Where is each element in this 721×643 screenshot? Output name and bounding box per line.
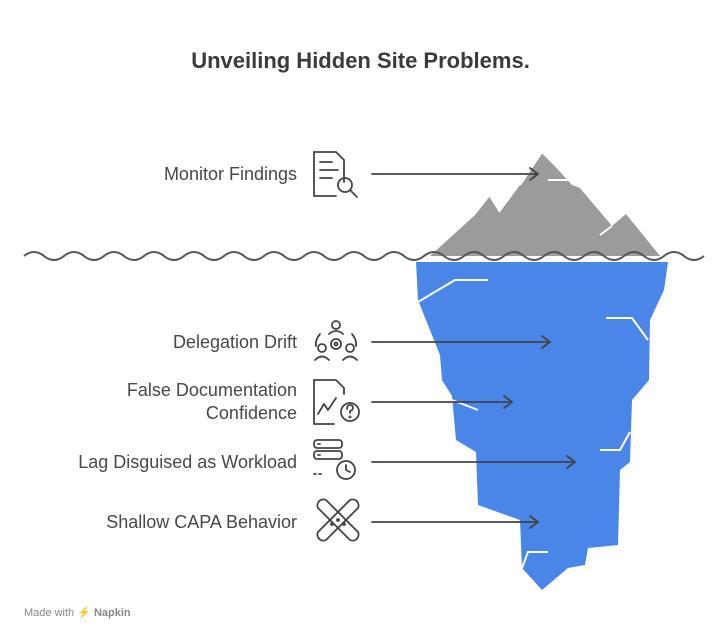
footer-brand: Napkin [93,607,131,619]
iceberg-tip [430,152,660,256]
label-shallow-capa: Shallow CAPA Behavior [106,512,297,532]
document-search-icon [313,151,358,198]
iceberg-tip-highlight-2 [489,195,501,213]
page-title: Unveiling Hidden Site Problems. [191,48,530,73]
document-chart-question-icon [313,379,360,425]
arrow-delegation-drift [371,335,551,349]
arrow-shallow-capa [371,515,539,529]
iceberg-body-highlight [417,279,488,303]
label-false-documentation-line1: False Documentation [126,380,297,400]
server-clock-icon [313,439,356,480]
label-delegation-drift: Delegation Drift [172,332,297,352]
iceberg-body [416,262,668,590]
iceberg-body-highlight-2 [606,317,649,341]
label-false-documentation-line2: Confidence [205,403,297,423]
footer-credit: Made with ⚡ Napkin [24,606,131,619]
water-line [23,251,705,261]
arrow-false-documentation [371,395,513,409]
bandage-icon [316,498,360,542]
arrow-lag-disguised [371,455,576,469]
iceberg-body-highlight-4 [600,431,631,451]
napkin-logo-icon: ⚡ [77,607,91,619]
iceberg-body-highlight-5 [521,551,548,569]
arrow-monitor-findings [371,167,539,181]
footer-made-with: Made with [24,607,75,619]
iceberg-tip-highlight-4 [599,225,613,236]
label-lag-disguised: Lag Disguised as Workload [78,452,297,472]
label-monitor-findings: Monitor Findings [163,164,297,184]
team-gear-icon [314,320,358,361]
